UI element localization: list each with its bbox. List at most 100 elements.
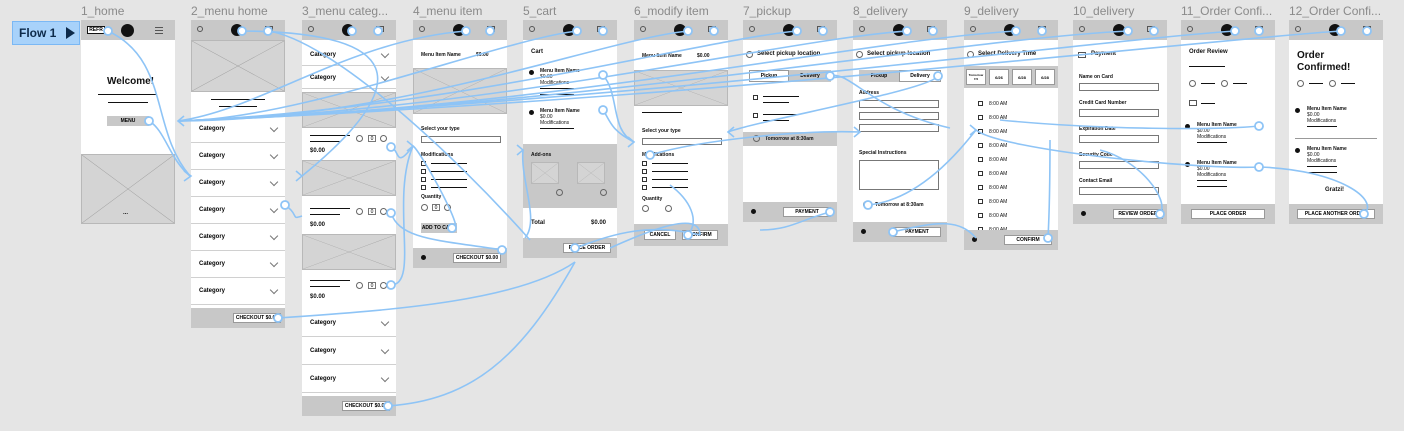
more-dots[interactable]: ... <box>123 210 129 216</box>
cart-icon[interactable] <box>487 26 495 32</box>
time-radio[interactable] <box>978 115 983 120</box>
search-icon[interactable] <box>859 26 865 32</box>
frame-order-confirmed[interactable]: Order Confirmed! Menu Item Name $0.00 Mo… <box>1289 20 1383 224</box>
back-icon[interactable] <box>1081 211 1086 216</box>
frame-pickup[interactable]: Select pickup location Pickup Delivery T… <box>743 20 837 222</box>
back-icon[interactable] <box>861 229 866 234</box>
day-option[interactable]: 6/26 <box>989 69 1009 85</box>
back-icon[interactable] <box>421 255 426 260</box>
payment-button[interactable]: PAYMENT <box>893 227 941 237</box>
time-radio[interactable] <box>978 129 983 134</box>
back-icon[interactable] <box>856 51 863 58</box>
minus-icon[interactable] <box>421 204 428 211</box>
search-icon[interactable] <box>1295 26 1301 32</box>
confirm-button[interactable]: CONFIRM <box>1004 235 1052 245</box>
type-dropdown[interactable] <box>642 138 722 145</box>
time-radio[interactable] <box>978 199 983 204</box>
add-addon-icon[interactable] <box>556 189 563 196</box>
frame-menu-category[interactable]: Category Category 0 $0.00 0 $0.00 0 $0.0… <box>302 20 396 416</box>
time-radio[interactable] <box>978 143 983 148</box>
plus-icon[interactable] <box>380 282 387 289</box>
frame-cart[interactable]: Cart Menu Item Name $0.00 Modifications … <box>523 20 617 258</box>
category-row[interactable]: Category <box>191 143 285 170</box>
place-order-button[interactable]: PLACE ORDER <box>1191 209 1265 219</box>
location-radio[interactable] <box>753 95 758 100</box>
search-icon[interactable] <box>1079 26 1085 32</box>
category-row[interactable]: Category <box>302 67 396 89</box>
day-option[interactable]: 6/28 <box>1012 69 1032 85</box>
review-order-button[interactable]: REVIEW ORDER <box>1113 209 1163 219</box>
checkout-button[interactable]: CHECKOUT $0.00 <box>342 401 390 411</box>
frame-menu-home[interactable]: Category Category Category Category Cate… <box>191 20 285 328</box>
location-radio[interactable] <box>753 113 758 118</box>
confirm-button[interactable]: CONFIRM <box>682 230 718 240</box>
cart-icon[interactable] <box>817 26 825 32</box>
play-icon[interactable] <box>66 27 76 39</box>
add-addon-icon[interactable] <box>600 189 607 196</box>
minus-icon[interactable] <box>356 282 363 289</box>
modification-checkbox[interactable] <box>421 169 426 174</box>
cart-icon[interactable] <box>927 26 935 32</box>
search-icon[interactable] <box>640 26 646 32</box>
checkout-button[interactable]: CHECKOUT $0.00 <box>233 313 281 323</box>
checkout-button[interactable]: CHECKOUT $0.00 <box>453 253 501 263</box>
frame-modify-item[interactable]: Menu Item Name $0.00 Select your type Mo… <box>634 20 728 246</box>
address-input[interactable] <box>859 100 939 108</box>
place-another-order-button[interactable]: PLACE ANOTHER ORDER <box>1297 209 1375 219</box>
cancel-button[interactable]: CANCEL <box>644 230 676 240</box>
time-bar[interactable]: Tomorrow at 8:30am <box>743 132 837 146</box>
category-row[interactable]: Category <box>302 310 396 337</box>
category-row[interactable]: Category <box>191 251 285 278</box>
search-icon[interactable] <box>970 26 976 32</box>
card-number-input[interactable] <box>1079 109 1159 117</box>
plus-icon[interactable] <box>444 204 451 211</box>
payment-button[interactable]: PAYMENT <box>783 207 831 217</box>
address-input[interactable] <box>859 112 939 120</box>
modification-checkbox[interactable] <box>642 161 647 166</box>
time-radio[interactable] <box>978 157 983 162</box>
tab-pickup[interactable]: Pickup <box>749 70 789 82</box>
modification-checkbox[interactable] <box>421 177 426 182</box>
contact-email-input[interactable] <box>1079 187 1159 195</box>
place-order-button[interactable]: PLACE ORDER <box>563 243 611 253</box>
search-icon[interactable] <box>529 26 535 32</box>
security-code-input[interactable] <box>1079 161 1159 169</box>
tab-delivery[interactable]: Delivery <box>899 70 941 82</box>
frame-delivery-time[interactable]: Select Delivery Time Tomorrow 7/4 6/26 6… <box>964 20 1058 250</box>
expiration-input[interactable] <box>1079 135 1159 143</box>
quantity-value[interactable]: 0 <box>432 204 440 211</box>
add-to-cart-button[interactable]: ADD TO CART <box>421 223 457 233</box>
minus-icon[interactable] <box>642 205 649 212</box>
minus-icon[interactable] <box>356 208 363 215</box>
frame-payment[interactable]: Payment Name on Card Credit Card Number … <box>1073 20 1167 224</box>
name-on-card-input[interactable] <box>1079 83 1159 91</box>
modification-checkbox[interactable] <box>421 185 426 190</box>
category-row[interactable]: Category <box>191 197 285 224</box>
search-icon[interactable] <box>419 26 425 32</box>
hamburger-icon[interactable] <box>155 27 163 28</box>
category-row[interactable]: Category <box>302 366 396 393</box>
cart-icon[interactable] <box>708 26 716 32</box>
tab-delivery[interactable]: Delivery <box>789 70 831 82</box>
day-option[interactable]: 6/28 <box>1035 69 1055 85</box>
quantity-value[interactable]: 0 <box>368 282 376 289</box>
search-icon[interactable] <box>197 26 203 32</box>
cart-icon[interactable] <box>1255 26 1263 32</box>
time-radio[interactable] <box>978 101 983 106</box>
frame-delivery-address[interactable]: Select pickup location Pickup Delivery A… <box>853 20 947 242</box>
cart-icon[interactable] <box>376 26 384 32</box>
search-icon[interactable] <box>308 26 314 32</box>
plus-icon[interactable] <box>665 205 672 212</box>
category-row[interactable]: Category <box>302 338 396 365</box>
ref-button[interactable]: REFR <box>87 26 105 34</box>
cart-icon[interactable] <box>1038 26 1046 32</box>
time-radio[interactable] <box>978 185 983 190</box>
day-option[interactable]: Tomorrow 7/4 <box>966 69 986 85</box>
back-icon[interactable] <box>751 209 756 214</box>
special-instructions-input[interactable] <box>859 160 939 190</box>
addon-image-placeholder[interactable] <box>577 162 605 184</box>
modification-checkbox[interactable] <box>642 169 647 174</box>
category-row[interactable]: Category <box>191 224 285 251</box>
quantity-value[interactable]: 0 <box>368 135 376 142</box>
remove-item-icon[interactable] <box>529 70 534 75</box>
